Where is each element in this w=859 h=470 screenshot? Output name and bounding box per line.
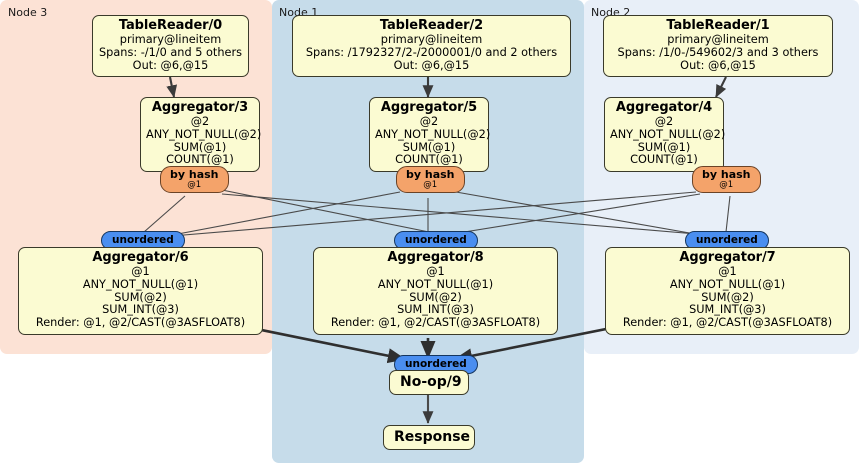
aggregator-7[interactable]: Aggregator/7 @1 ANY_NOT_NULL(@1) SUM(@2)… — [605, 247, 850, 336]
aggregator-7-line-4: SUM_INT(@3) — [689, 303, 766, 317]
table-reader-2-out: Out: @6,@15 — [393, 58, 470, 72]
aggregator-5-line-4: COUNT(@1) — [395, 153, 463, 167]
table-reader-2-source: primary@lineitem — [380, 32, 483, 46]
aggregator-7-line-2: ANY_NOT_NULL(@1) — [669, 277, 786, 291]
table-reader-2[interactable]: TableReader/2 primary@lineitem Spans: /1… — [292, 15, 571, 78]
aggregator-4-title: Aggregator/4 — [615, 100, 713, 115]
table-reader-2-spans: Spans: /1792327/2-/2000001/0 and 2 other… — [305, 45, 558, 59]
table-reader-0-spans: Spans: -/1/0 and 5 others — [99, 45, 242, 59]
aggregator-8-title: Aggregator/8 — [387, 250, 484, 265]
table-reader-2-title: TableReader/2 — [379, 18, 484, 33]
aggregator-6-title: Aggregator/6 — [92, 250, 189, 265]
aggregator-6[interactable]: Aggregator/6 @1 ANY_NOT_NULL(@1) SUM(@2)… — [18, 247, 263, 336]
aggregator-6-line-1: @1 — [131, 264, 150, 278]
table-reader-1-source: primary@lineitem — [667, 32, 769, 46]
aggregator-7-line-3: SUM(@2) — [701, 290, 754, 304]
unordered-final[interactable]: unordered — [394, 355, 478, 375]
aggregator-8-line-4: SUM_INT(@3) — [397, 303, 474, 317]
table-reader-0-title: TableReader/0 — [118, 18, 223, 33]
aggregator-8-line-5: Render: @1, @2/CAST(@3ASFLOAT8) — [330, 316, 541, 330]
aggregator-7-line-5: Render: @1, @2/CAST(@3ASFLOAT8) — [622, 316, 833, 330]
hash-router-5-col: @1 — [423, 179, 438, 190]
hash-router-4-col: @1 — [719, 179, 734, 190]
aggregator-4-line-2: ANY_NOT_NULL(@2) — [610, 127, 726, 141]
aggregator-7-line-1: @1 — [718, 264, 737, 278]
no-op-node[interactable]: No-op/9 — [389, 370, 469, 395]
aggregator-3-line-1: @2 — [190, 114, 210, 128]
aggregator-5-line-3: SUM(@1) — [402, 140, 456, 154]
aggregator-3-title: Aggregator/3 — [151, 100, 249, 115]
table-reader-1-spans: Spans: /1/0-/549602/3 and 3 others — [617, 45, 819, 59]
table-reader-0[interactable]: TableReader/0 primary@lineitem Spans: -/… — [92, 15, 249, 78]
aggregator-6-line-4: SUM_INT(@3) — [102, 303, 179, 317]
aggregator-6-line-2: ANY_NOT_NULL(@1) — [82, 277, 199, 291]
hash-router-3-col: @1 — [187, 179, 202, 190]
hash-router-3[interactable]: by hash @1 — [160, 166, 229, 194]
aggregator-6-line-5: Render: @1, @2/CAST(@3ASFLOAT8) — [35, 316, 246, 330]
response-node[interactable]: Response — [383, 425, 475, 450]
hash-router-5-label: by hash — [406, 168, 455, 181]
aggregator-4-line-4: COUNT(@1) — [630, 153, 698, 167]
aggregator-4-line-3: SUM(@1) — [637, 140, 691, 154]
aggregator-8-line-1: @1 — [426, 264, 445, 278]
aggregator-3-line-2: ANY_NOT_NULL(@2) — [146, 127, 262, 141]
aggregator-8-line-2: ANY_NOT_NULL(@1) — [377, 277, 494, 291]
hash-router-3-label: by hash — [170, 168, 219, 181]
table-reader-1[interactable]: TableReader/1 primary@lineitem Spans: /1… — [603, 15, 833, 78]
table-reader-0-source: primary@lineitem — [119, 32, 222, 46]
aggregator-8-line-3: SUM(@2) — [409, 290, 462, 304]
aggregator-4[interactable]: Aggregator/4 @2 ANY_NOT_NULL(@2) SUM(@1)… — [604, 97, 726, 173]
hash-router-5[interactable]: by hash @1 — [396, 166, 465, 194]
aggregator-5-line-1: @2 — [419, 114, 439, 128]
aggregator-3[interactable]: Aggregator/3 @2 ANY_NOT_NULL(@2) SUM(@1)… — [140, 97, 262, 173]
aggregator-5[interactable]: Aggregator/5 @2 ANY_NOT_NULL(@2) SUM(@1)… — [369, 97, 491, 173]
unordered-middle[interactable]: unordered — [394, 231, 478, 251]
aggregator-3-line-4: COUNT(@1) — [166, 153, 234, 167]
hash-router-4[interactable]: by hash @1 — [692, 166, 761, 194]
table-reader-0-out: Out: @6,@15 — [132, 58, 209, 72]
aggregator-5-title: Aggregator/5 — [380, 100, 478, 115]
panel-label-node-3: Node 3 — [8, 6, 48, 19]
aggregator-4-line-1: @2 — [654, 114, 674, 128]
aggregator-5-line-2: ANY_NOT_NULL(@2) — [375, 127, 491, 141]
aggregator-6-line-3: SUM(@2) — [114, 290, 167, 304]
aggregator-7-title: Aggregator/7 — [679, 250, 776, 265]
table-reader-1-title: TableReader/1 — [666, 18, 770, 33]
aggregator-3-line-3: SUM(@1) — [173, 140, 227, 154]
table-reader-1-out: Out: @6,@15 — [680, 58, 756, 72]
aggregator-8[interactable]: Aggregator/8 @1 ANY_NOT_NULL(@1) SUM(@2)… — [313, 247, 558, 336]
hash-router-4-label: by hash — [702, 168, 751, 181]
